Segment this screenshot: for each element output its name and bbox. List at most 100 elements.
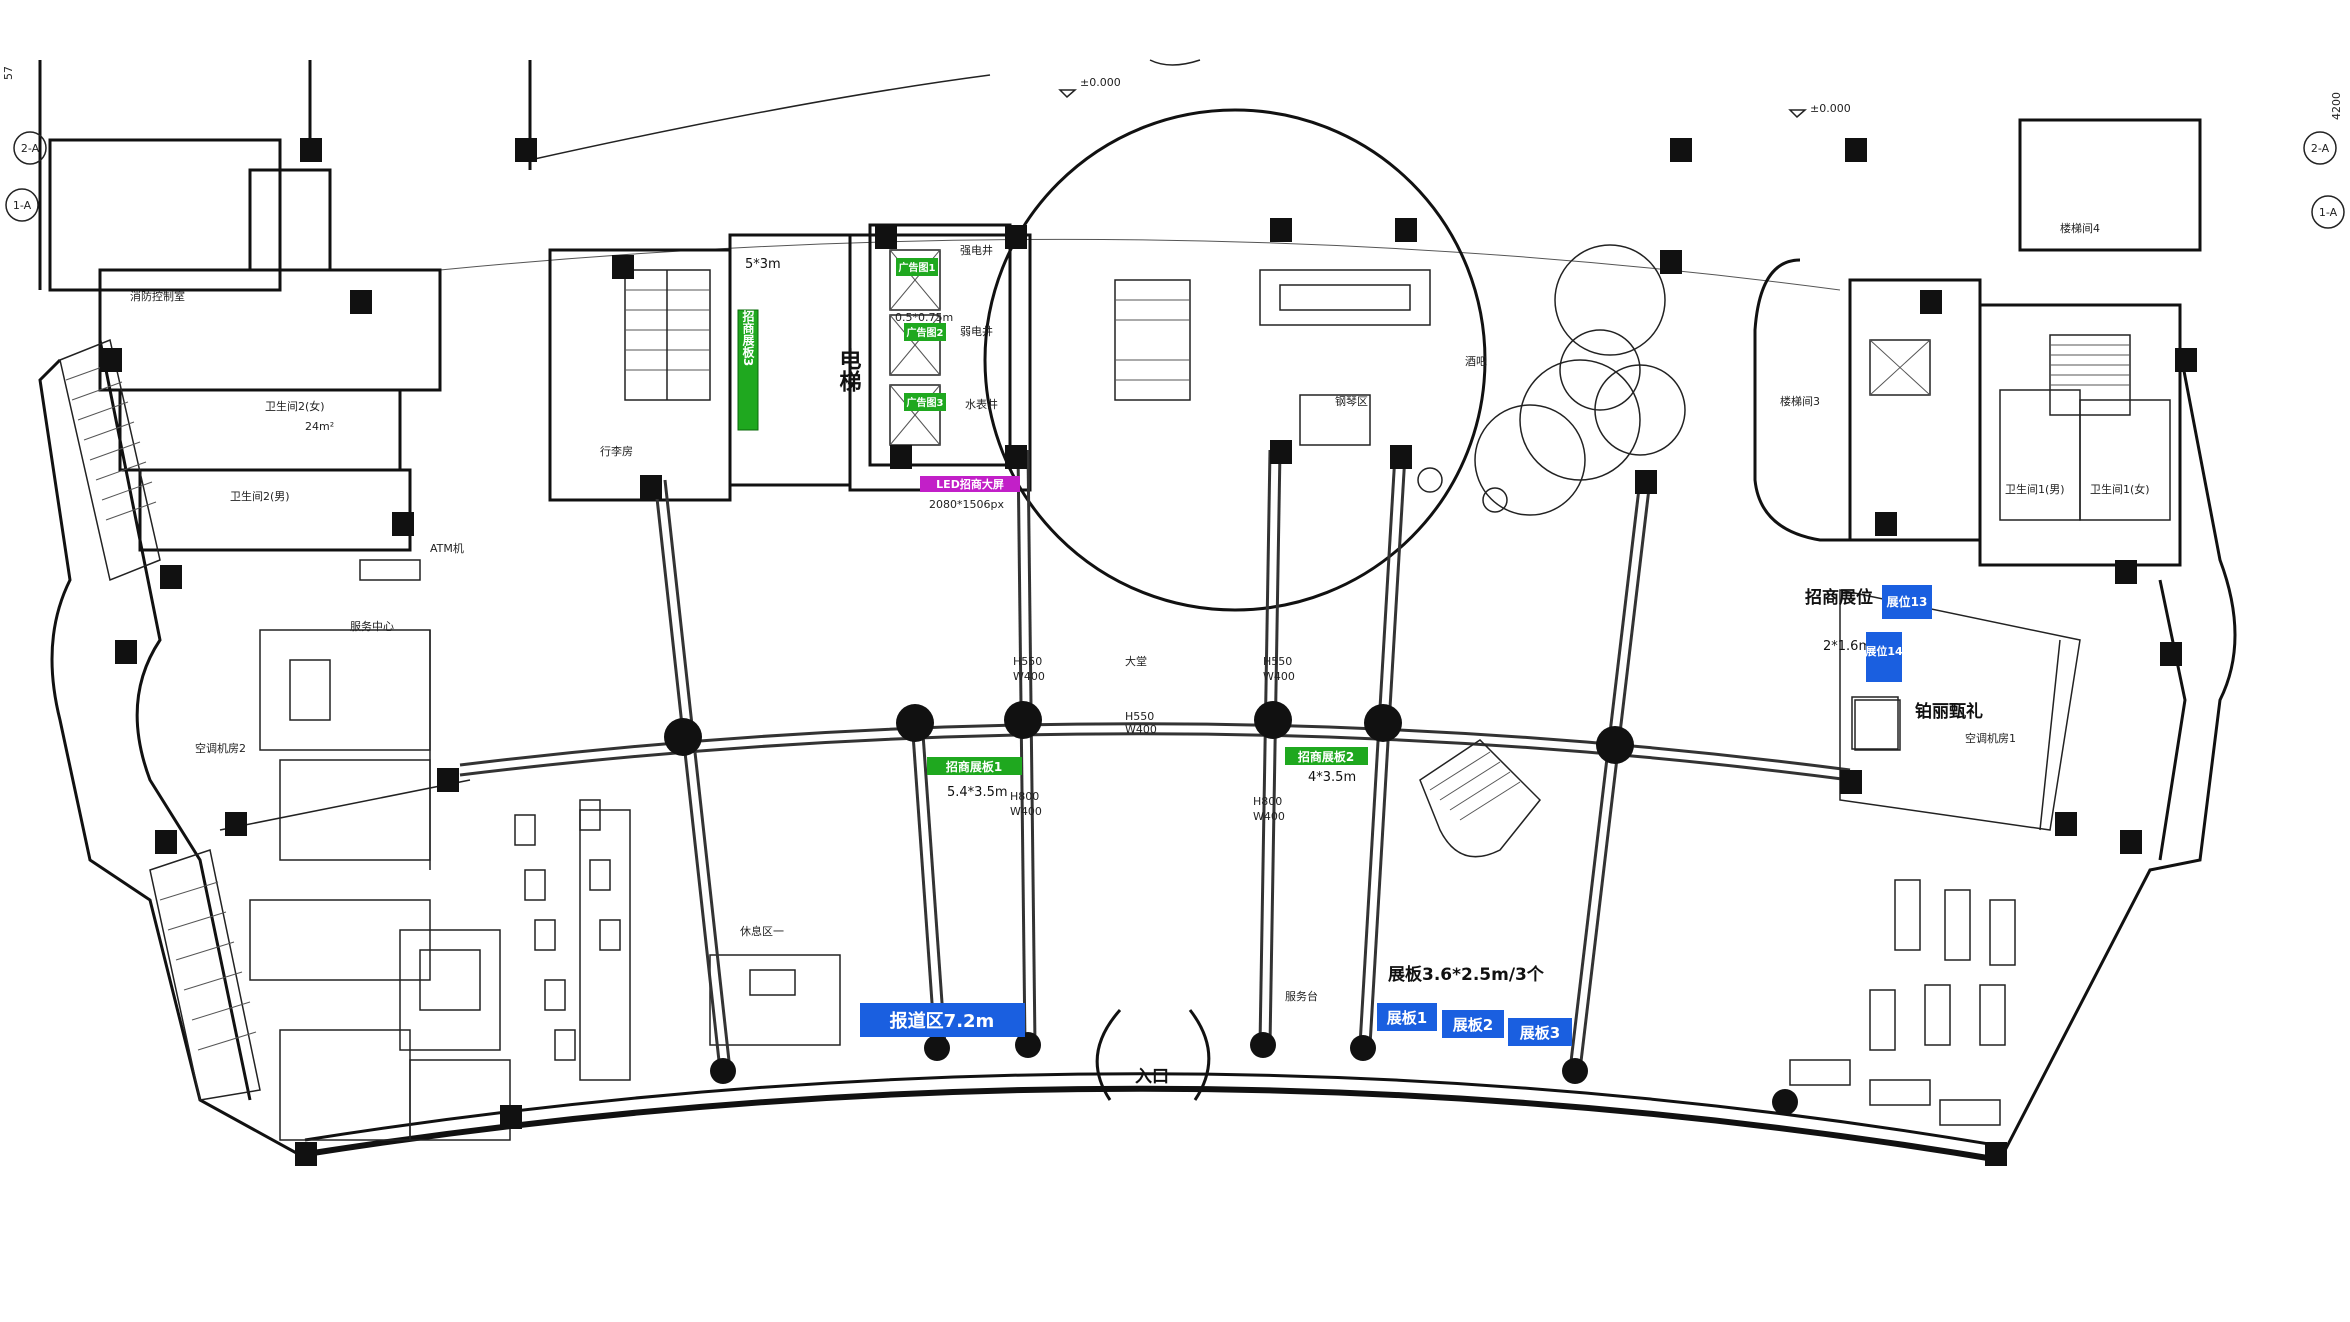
column: [1250, 1032, 1276, 1058]
room-luggage: 行李房: [600, 444, 633, 458]
column: [1254, 701, 1292, 739]
column: [2175, 348, 2197, 372]
booth-13-block[interactable]: [1882, 585, 1932, 619]
column: [890, 445, 912, 469]
room-ac1: 空调机房1: [1965, 731, 2016, 745]
ad-size-label: 0.5*0.75m: [895, 311, 953, 324]
board-2-block[interactable]: [1442, 1010, 1504, 1038]
brand-label: 铂丽甄礼: [1915, 701, 1983, 722]
room-wc1-female: 卫生间1(女): [2090, 482, 2150, 496]
column: [392, 512, 414, 536]
column: [225, 812, 247, 836]
column-grid: [653, 449, 1652, 1071]
column: [1005, 445, 1027, 469]
room-ac2: 空调机房2: [195, 741, 246, 755]
panel-1-size: 5.4*3.5m: [947, 785, 1008, 800]
left-wing: [38, 60, 532, 1157]
ad-1-block[interactable]: [896, 258, 938, 276]
column: [300, 138, 322, 162]
column: [2055, 812, 2077, 836]
axis-label-1a-right: 1-A: [2319, 206, 2338, 219]
room-service-center: 服务中心: [350, 620, 394, 633]
column: [500, 1105, 522, 1129]
room-weak: 弱电井: [960, 324, 993, 338]
column: [1395, 218, 1417, 242]
column: [1635, 470, 1657, 494]
axis-label-2a-right: 2-A: [2311, 142, 2330, 155]
beam-w400-mid: W400: [1125, 723, 1157, 736]
column: [1270, 218, 1292, 242]
entrance-label: 入口: [1135, 1067, 1169, 1087]
panel-2-size: 4*3.5m: [1308, 770, 1356, 785]
room-atm: ATM机: [430, 541, 464, 555]
booth-13-label: 展位13: [1887, 594, 1928, 609]
column: [115, 640, 137, 664]
board-2-label: 展板2: [1453, 1016, 1493, 1034]
beam-w400-right: W400: [1263, 670, 1295, 683]
ad-2-block[interactable]: [904, 323, 946, 341]
level-mark-left: ±0.000: [1080, 76, 1121, 89]
room-piano: 钢琴区: [1335, 395, 1368, 408]
room-stair3: 楼梯间3: [1780, 394, 1820, 408]
exhibition-overlays: 招商展板3 5*3m 电梯 广告图1 0.5*0.75m 广告图2 广告图3 L…: [737, 257, 1983, 1087]
column: [2120, 830, 2142, 854]
room-fire-control: 消防控制室: [130, 289, 185, 303]
column: [515, 138, 537, 162]
column: [1390, 445, 1412, 469]
axis-markers: 2-A 1-A 2-A 1-A ±0.000 ±0.000 57 4200: [2, 66, 2345, 229]
column: [437, 768, 459, 792]
beam-w400-left: W400: [1013, 670, 1045, 683]
column: [1670, 138, 1692, 162]
room-elec: 强电井: [960, 243, 993, 257]
press-area-label: 报道区7.2m: [890, 1010, 995, 1032]
beam-w400b-left: W400: [1010, 805, 1042, 818]
level-mark-right: ±0.000: [1810, 102, 1851, 115]
board-3-block[interactable]: [1508, 1018, 1572, 1046]
ad-3-label: 广告图3: [907, 396, 944, 409]
ad-3-block[interactable]: [904, 393, 946, 411]
left-stair-1: [59, 338, 161, 582]
booth-14-block[interactable]: [1866, 632, 1902, 682]
column: [1985, 1142, 2007, 1166]
room-stair4: 楼梯间4: [2060, 221, 2100, 235]
room-lobby: 大堂: [1125, 654, 1147, 668]
panel-3-block[interactable]: [737, 309, 759, 431]
booth-size: 2*1.6m: [1823, 639, 1871, 654]
led-screen-block[interactable]: [920, 476, 1020, 492]
column: [1364, 704, 1402, 742]
column: [155, 830, 177, 854]
column: [1004, 701, 1042, 739]
lobby-furniture: [514, 59, 1807, 1101]
column: [1660, 250, 1682, 274]
column: [295, 1142, 317, 1166]
ad-2-label: 广告图2: [907, 326, 944, 339]
room-labels: 卫生间2(女) 24m² 卫生间2(男) ATM机 服务中心 空调机房2 空调机…: [130, 221, 2150, 1003]
beam-h550-left: H550: [1013, 655, 1042, 668]
column: [1015, 1032, 1041, 1058]
column: [1270, 440, 1292, 464]
column: [896, 704, 934, 742]
axis-label-2a-left: 2-A: [21, 142, 40, 155]
beam-h800-left: H800: [1010, 790, 1039, 803]
round-bar: [983, 108, 1686, 612]
column: [612, 255, 634, 279]
axis-label-1a-left: 1-A: [13, 199, 32, 212]
panel-1-block[interactable]: [927, 757, 1022, 775]
column: [2160, 642, 2182, 666]
columns: [100, 138, 2197, 1166]
dimension-57: 57: [2, 66, 15, 80]
board-1-block[interactable]: [1377, 1003, 1437, 1031]
board-1-label: 展板1: [1387, 1009, 1427, 1027]
column: [1920, 290, 1942, 314]
column: [664, 718, 702, 756]
column: [1772, 1089, 1798, 1115]
led-screen-size: 2080*1506px: [929, 498, 1004, 511]
beam-h550-mid: H550: [1125, 710, 1154, 723]
outer-facade: [299, 238, 2001, 1163]
panel-2-block[interactable]: [1285, 747, 1368, 765]
room-water: 水表井: [965, 397, 998, 411]
right-wing: [1753, 118, 2237, 1161]
dimension-4200: 4200: [2330, 92, 2343, 120]
press-area-block[interactable]: [860, 1003, 1025, 1037]
